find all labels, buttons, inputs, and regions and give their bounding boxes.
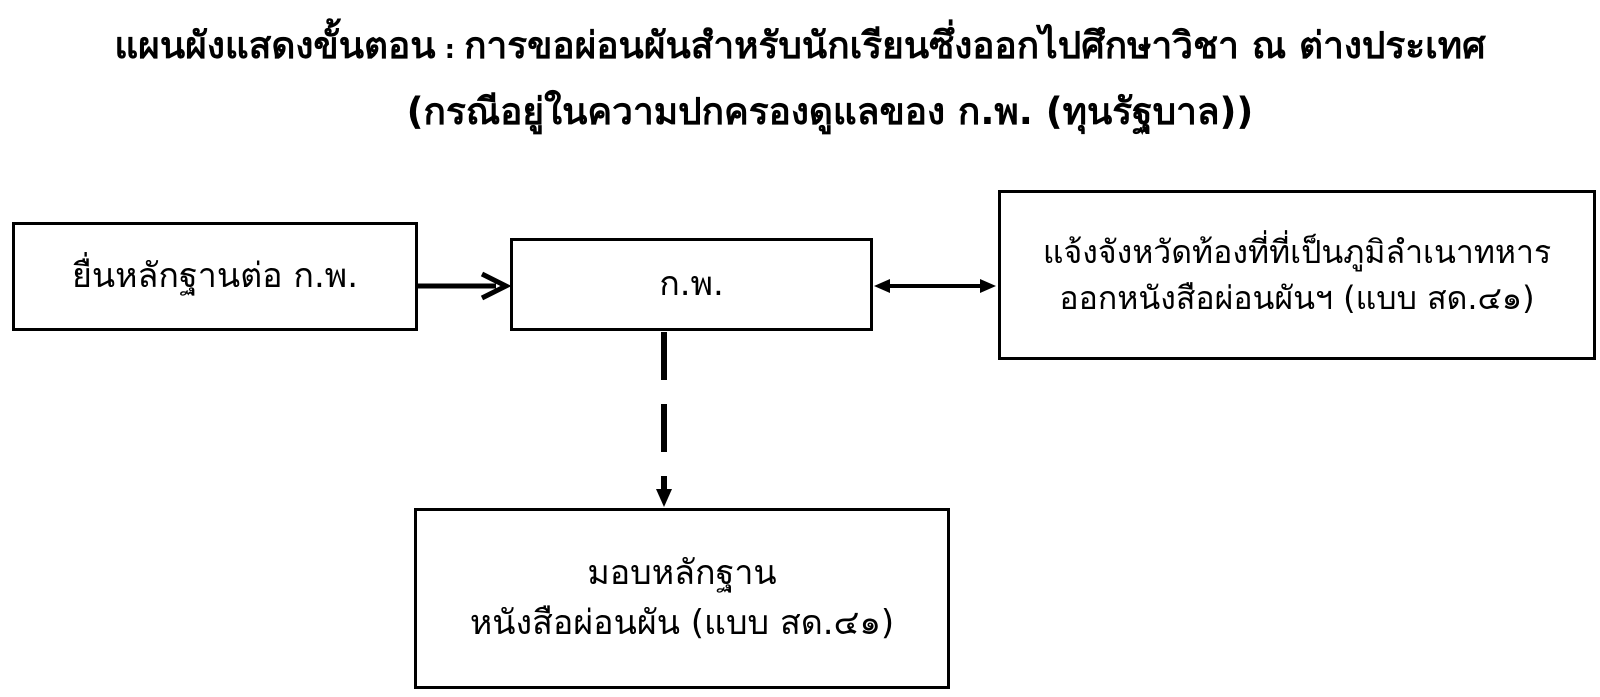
node-ocsc: ก.พ. [510,238,873,331]
node-deliver-line2: หนังสือผ่อนผัน (แบบ สด.๔๑) [469,602,895,643]
node-deliver-line1: มอบหลักฐาน [587,553,777,594]
title-separator: : [435,35,465,65]
node-submit-label: ยื่นหลักฐานต่อ ก.พ. [71,255,358,296]
diagram-title-line1: แผนผังแสดงขั้นตอน : การขอผ่อนผันสำหรับนั… [0,27,1600,64]
title-rest: การขอผ่อนผันสำหรับนักเรียนซึ่งออกไปศึกษา… [464,24,1486,67]
node-notify-line1: แจ้งจังหวัดท้องที่ที่เป็นภูมิลำเนาทหาร [1042,232,1552,271]
diagram-title-line2: (กรณีอยู่ในความปกครองดูแลของ ก.พ. (ทุนรั… [406,90,1254,133]
arrowhead-ocsc-right [874,279,890,293]
title-main: แผนผังแสดงขั้นตอน [114,24,436,67]
arrowhead-notify-left [980,279,996,293]
arrowhead-deliver-top [656,489,672,507]
node-ocsc-label: ก.พ. [659,263,724,304]
node-notify-line2: ออกหนังสือผ่อนผันฯ (แบบ สด.๔๑) [1059,279,1535,317]
node-notify-province: แจ้งจังหวัดท้องที่ที่เป็นภูมิลำเนาทหาร อ… [998,190,1596,360]
arrowhead-ocsc-left [480,271,512,301]
node-deliver-evidence: มอบหลักฐาน หนังสือผ่อนผัน (แบบ สด.๔๑) [414,508,950,689]
node-submit-evidence: ยื่นหลักฐานต่อ ก.พ. [12,222,418,331]
